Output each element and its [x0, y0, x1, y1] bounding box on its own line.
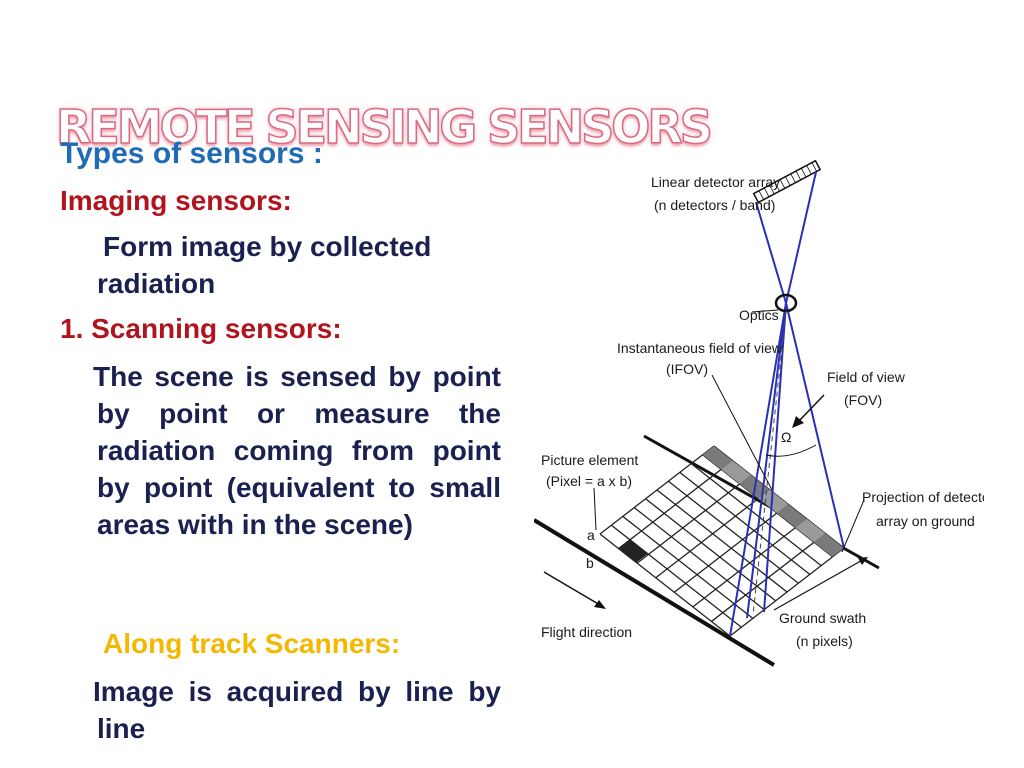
scanner-diagram: Linear detector array (n detectors / ban…: [534, 160, 984, 667]
label-ground-swath: Ground swath: [779, 610, 866, 626]
projected-pixel: [721, 460, 752, 484]
fov-angle-arc: [765, 444, 817, 457]
nadir-line: [752, 310, 787, 616]
imaging-sensors-heading: Imaging sensors:: [60, 185, 292, 216]
label-fov-sub: (FOV): [844, 392, 882, 408]
label-ifov: Instantaneous field of view: [617, 340, 783, 356]
projected-pixel: [814, 533, 844, 557]
imaging-sensors-description: Form image by collected radiation: [97, 231, 432, 299]
label-optics: Optics: [739, 307, 779, 323]
label-projection-sub: array on ground: [876, 513, 975, 529]
label-linear-array: Linear detector array: [651, 174, 780, 190]
flight-direction-arrow: [543, 571, 601, 606]
leader-lines: [593, 309, 865, 553]
ground-edge-near: [534, 518, 776, 667]
label-a: a: [587, 527, 595, 543]
scanning-sensors-heading: 1. Scanning sensors:: [60, 313, 342, 344]
label-fov: Field of view: [827, 369, 906, 385]
label-omega: Ω: [781, 429, 791, 445]
scanning-sensors-description: The scene is sensed by point by point or…: [93, 361, 501, 540]
fov-rays: [729, 171, 845, 637]
projected-pixel: [758, 489, 789, 514]
label-b: b: [586, 555, 594, 571]
fov-arrow: [796, 394, 825, 424]
types-heading: Types of sensors :: [60, 137, 323, 170]
pixel-highlight: [618, 539, 648, 563]
projected-pixel: [776, 504, 807, 528]
projected-pixel: [795, 518, 826, 543]
label-linear-array-sub: (n detectors / band): [654, 197, 775, 213]
label-ifov-sub: (IFOV): [666, 361, 708, 377]
linear-detector-array: [752, 160, 822, 204]
label-picture-element: Picture element: [541, 452, 638, 468]
along-track-heading: Along track Scanners:: [103, 628, 401, 659]
slide-title: REMOTE SENSING SENSORS: [55, 100, 713, 154]
label-ground-swath-sub: (n pixels): [796, 633, 853, 649]
label-flight-direction: Flight direction: [541, 624, 632, 640]
label-picture-element-sub: (Pixel = a x b): [546, 473, 632, 489]
label-projection: Projection of detector: [862, 489, 984, 505]
along-track-description: Image is acquired by line by line: [93, 676, 501, 744]
projected-pixel: [702, 446, 733, 470]
pixel-grid: [599, 445, 845, 637]
swath-arrow: [773, 557, 867, 611]
